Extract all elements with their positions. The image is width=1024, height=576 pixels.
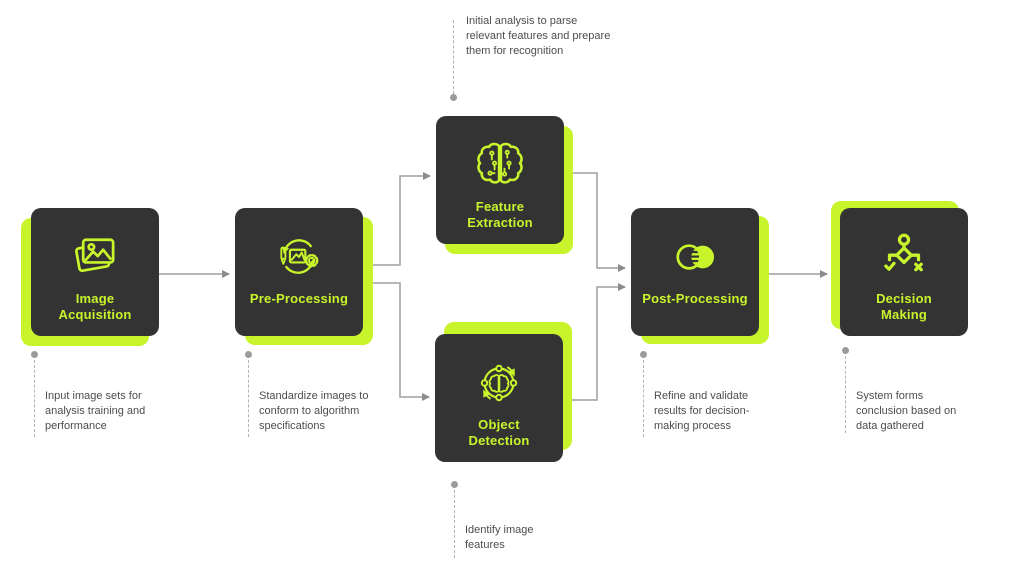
node-box: Object Detection: [435, 334, 563, 462]
node-object-detection: Object Detection: [435, 322, 572, 462]
node-label: Feature Extraction: [467, 199, 533, 230]
node-label: Object Detection: [468, 417, 530, 448]
node-label: Decision Making: [876, 291, 932, 322]
node-label: Pre-Processing: [249, 291, 349, 306]
annotation-dot: [245, 351, 252, 358]
connector: [563, 283, 626, 401]
node-post-processing: Post-Processing: [631, 208, 769, 344]
node-box: Decision Making: [840, 208, 968, 336]
node-label: Post-Processing: [642, 291, 748, 306]
annotation-text: Refine and validate results for decision…: [654, 390, 750, 432]
node-image-acquisition: Image Acquisition: [21, 208, 159, 346]
annotation-text: Identify image features: [465, 524, 534, 551]
node-box: Image Acquisition: [31, 208, 159, 336]
annotation-dot: [450, 94, 457, 101]
node-decision-making: Decision Making: [831, 201, 968, 336]
annotation-dot: [842, 347, 849, 354]
image-acquisition-icon: [75, 238, 115, 273]
post-processing-icon: [676, 244, 715, 270]
annotation-line: [453, 20, 454, 94]
annotation-dot: [451, 481, 458, 488]
annotation-line: [845, 356, 846, 433]
annotation-line: [34, 360, 35, 437]
annotation-text: Input image sets for analysis training a…: [45, 390, 146, 432]
node-feature-extraction: Feature Extraction: [436, 116, 573, 254]
annotation-dot: [640, 351, 647, 358]
node-pre-processing: Pre-Processing: [235, 208, 373, 345]
annotation-text: Initial analysis to parse relevant featu…: [466, 15, 611, 57]
annotation-line: [643, 360, 644, 437]
pre-processing-icon: [280, 239, 319, 274]
annotation-line: [454, 490, 455, 558]
node-box: Feature Extraction: [436, 116, 564, 244]
node-box: Post-Processing: [631, 208, 759, 336]
annotation-line: [248, 360, 249, 437]
node-label: Image Acquisition: [58, 291, 132, 322]
annotation-text: Standardize images to conform to algorit…: [259, 390, 369, 432]
node-box: Pre-Processing: [235, 208, 363, 336]
annotation-text: System forms conclusion based on data ga…: [856, 390, 957, 432]
feature-extraction-icon: [477, 142, 523, 184]
object-detection-icon: [480, 364, 518, 402]
annotation-dot: [31, 351, 38, 358]
decision-making-icon: [884, 233, 923, 272]
connector: [363, 172, 431, 266]
